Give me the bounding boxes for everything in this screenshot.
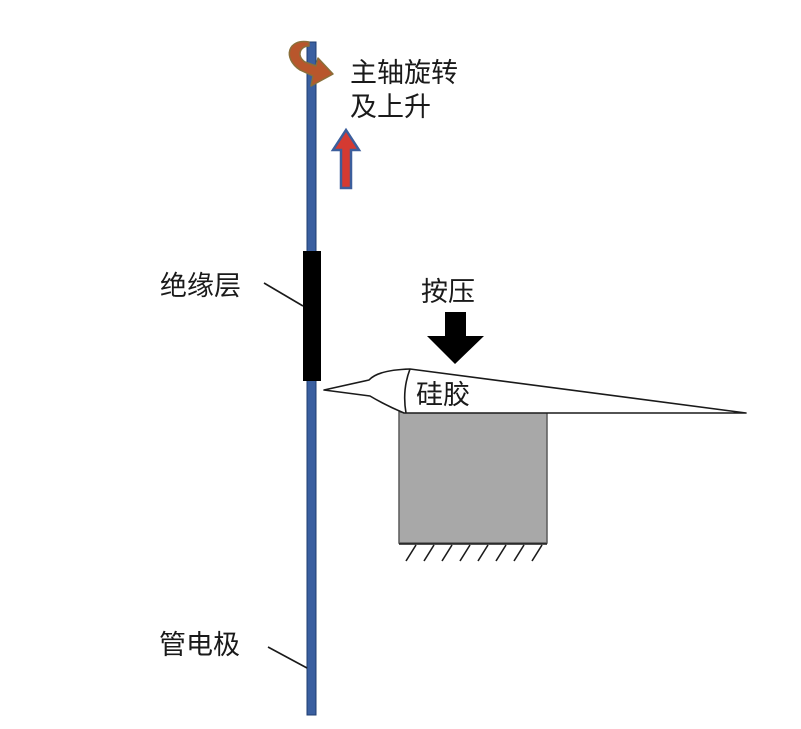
- tube-electrode-label: 管电极: [159, 630, 240, 661]
- insulation-leader-line: [263, 282, 304, 307]
- silicone-label: 硅胶: [416, 380, 470, 411]
- rotation-label-line2: 及上升: [350, 92, 431, 123]
- rotation-arrow-icon: [288, 40, 334, 87]
- fixed-block: [398, 411, 548, 544]
- insulation-layer: [303, 251, 321, 381]
- press-label: 按压: [421, 277, 475, 308]
- insulation-label: 绝缘层: [160, 271, 241, 302]
- ground-hatching: [399, 543, 547, 562]
- silicone-piece: [323, 368, 747, 414]
- up-arrow-icon: [330, 127, 362, 190]
- rotation-label-line1: 主轴旋转: [350, 58, 458, 89]
- press-down-arrow-icon: [427, 312, 484, 364]
- tube-electrode-leader-line: [267, 646, 308, 669]
